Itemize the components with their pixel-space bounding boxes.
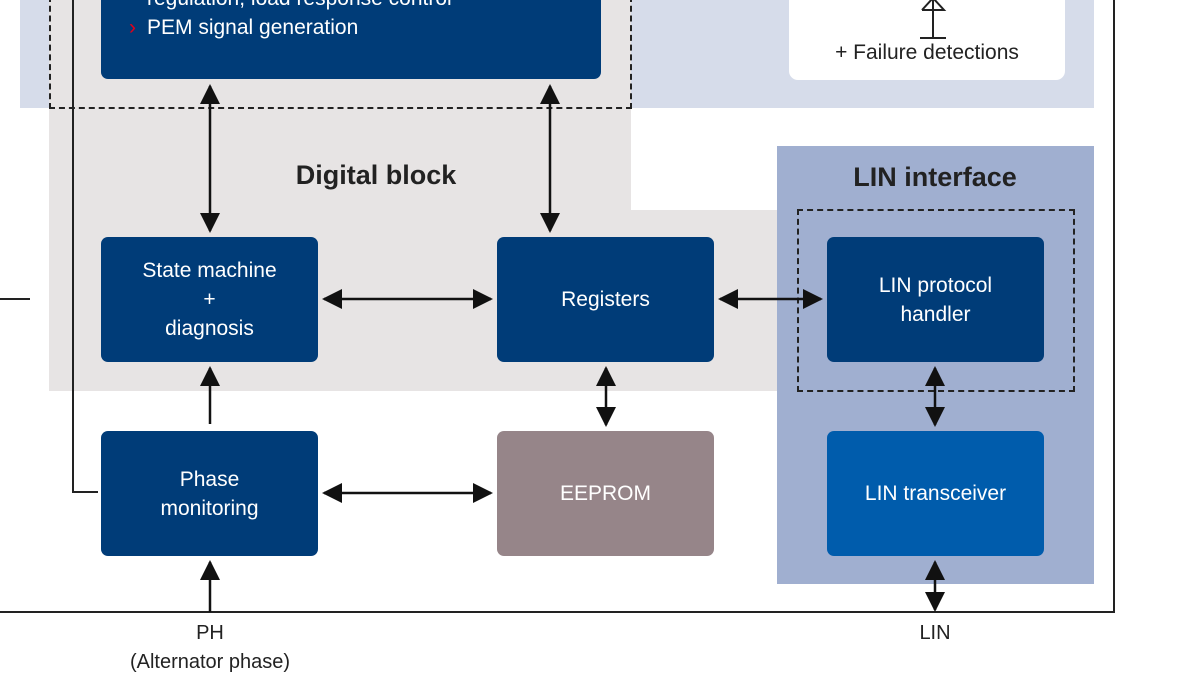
- registers-block: Registers: [497, 237, 714, 362]
- eeprom-label: EEPROM: [559, 482, 651, 505]
- signal-processing-block: regulation, load response control › PEM …: [101, 0, 601, 79]
- failure-detection-block: + Failure detections: [789, 0, 1065, 80]
- diagnosis-label: diagnosis: [165, 317, 254, 340]
- lin-transceiver-block: LIN transceiver: [827, 431, 1044, 556]
- eeprom-block: EEPROM: [497, 431, 714, 556]
- lin-label: LIN: [919, 622, 951, 644]
- registers-label: Registers: [561, 288, 650, 311]
- phase-monitoring-block: Phase monitoring: [101, 431, 318, 556]
- state-machine-plus: +: [203, 288, 216, 311]
- lin-pin-label: LIN: [885, 619, 985, 648]
- lin-protocol-handler-block: LIN protocol handler: [827, 237, 1044, 362]
- handler-label: handler: [900, 302, 971, 326]
- lin-interface-title: LIN interface: [853, 162, 1017, 192]
- regulation-text: regulation, load response control: [147, 0, 452, 13]
- failure-detections-text: + Failure detections: [835, 41, 1019, 64]
- ph-pin-label: PH (Alternator phase): [90, 619, 330, 677]
- monitoring-label: monitoring: [160, 496, 259, 520]
- lin-protocol-label: LIN protocol: [878, 273, 993, 297]
- digital-block-title: Digital block: [295, 160, 457, 190]
- pem-signal-text: PEM signal generation: [147, 16, 359, 39]
- state-machine-label: State machine: [142, 259, 277, 282]
- phase-label: Phase: [179, 467, 240, 491]
- lin-transceiver-label: LIN transceiver: [864, 482, 1007, 505]
- ph-label: PH: [196, 622, 224, 644]
- alternator-phase-label: (Alternator phase): [129, 651, 291, 673]
- state-machine-block: State machine + diagnosis: [101, 237, 318, 362]
- chevron-icon: ›: [129, 16, 136, 39]
